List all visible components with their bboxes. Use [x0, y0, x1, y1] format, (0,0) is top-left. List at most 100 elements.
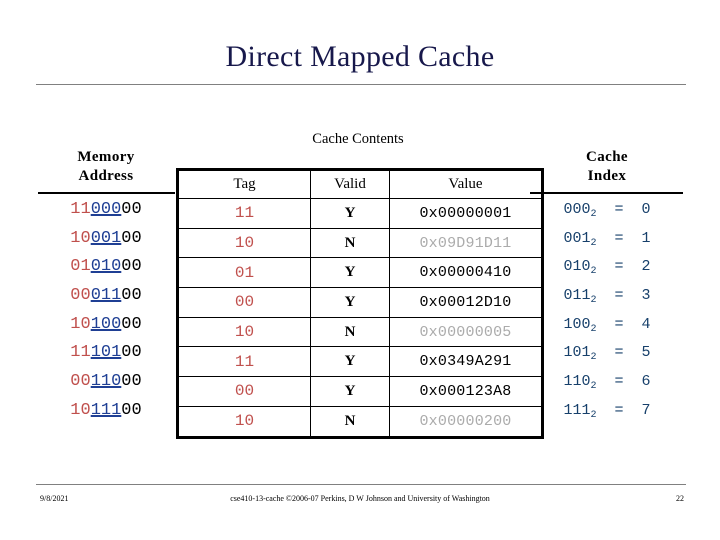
cache-value-cell: 0x00000200: [389, 405, 543, 438]
cache-index-base-subscript: 2: [590, 209, 597, 220]
cache-index-decimal: 2: [641, 258, 651, 276]
cache-value-cell: 0x00000001: [389, 198, 543, 229]
cache-index-row: 0002 = 0: [530, 196, 684, 225]
cache-valid-cell: Y: [310, 346, 390, 378]
cache-index-equals: =: [596, 258, 642, 276]
cache-index-decimal: 4: [641, 315, 651, 333]
cache-index-binary: 010: [563, 258, 591, 276]
cache-value-cell: 0x00000410: [389, 257, 543, 289]
address-offset-bits: 00: [121, 372, 142, 392]
memory-address-header-line2: Address: [78, 168, 134, 184]
address-tag-bits: 11: [70, 343, 91, 363]
cache-index-binary: 101: [563, 344, 591, 362]
cache-index-header-line1: Cache: [586, 149, 628, 165]
memory-address-row: 0011000: [36, 368, 176, 397]
cache-valid-cell: Y: [310, 287, 390, 318]
address-index-bits: 110: [90, 372, 122, 392]
footer-credit: cse410-13-cache ©2006-07 Perkins, D W Jo…: [230, 494, 490, 503]
memory-address-row: 1110100: [36, 339, 176, 368]
memory-address-divider: [38, 192, 175, 194]
cache-valid-cell: N: [310, 227, 390, 259]
address-tag-bits: 00: [70, 286, 91, 306]
address-offset-bits: 00: [121, 228, 142, 248]
cache-valid-cell: Y: [310, 257, 390, 289]
cache-index-equals: =: [596, 344, 642, 362]
cache-index-row: 1002 = 4: [530, 311, 684, 340]
cache-tag-cell: 10: [177, 227, 311, 259]
cache-index-equals: =: [596, 315, 642, 333]
cache-index-base-subscript: 2: [590, 352, 597, 364]
cache-index-row: 1102 = 6: [530, 368, 684, 397]
memory-address-row: 0101000: [36, 253, 176, 282]
cache-index-binary: 000: [563, 201, 591, 218]
cache-index-decimal: 1: [641, 229, 651, 247]
cache-index-base-subscript: 2: [590, 237, 597, 249]
cache-tag-cell: 11: [177, 198, 311, 229]
cache-tag-cell: 10: [177, 405, 311, 438]
cache-tag-cell: 01: [177, 257, 311, 289]
footer-date: 9/8/2021: [40, 494, 69, 503]
cache-index-binary: 011: [563, 287, 591, 305]
cache-valid-cell: Y: [310, 376, 390, 407]
memory-address-row: 1011100: [36, 397, 176, 426]
column-header-value: Value: [389, 169, 543, 199]
cache-table-header-row: Tag Valid Value: [177, 169, 543, 199]
cache-index-base-subscript: 2: [590, 295, 597, 307]
address-offset-bits: 00: [121, 200, 142, 219]
cache-index-divider: [530, 192, 683, 194]
memory-address-row: 1010000: [36, 311, 176, 340]
cache-value-cell: 0x00000005: [389, 316, 543, 348]
cache-tag-cell: 00: [177, 287, 311, 318]
address-tag-bits: 01: [70, 257, 91, 277]
address-offset-bits: 00: [121, 286, 142, 306]
cache-valid-cell: Y: [310, 198, 390, 229]
memory-address-header: Memory Address: [36, 148, 176, 186]
cache-table-head: Tag Valid Value: [177, 169, 543, 199]
cache-index-equals: =: [596, 229, 642, 247]
column-header-tag: Tag: [177, 169, 311, 199]
cache-index-base-subscript: 2: [590, 409, 597, 421]
page-title: Direct Mapped Cache: [225, 40, 495, 73]
address-tag-bits: 10: [70, 400, 91, 420]
cache-index-binary: 111: [563, 401, 591, 419]
address-index-bits: 001: [90, 228, 122, 248]
cache-index-row: 0102 = 2: [530, 253, 684, 282]
cache-index-binary: 100: [563, 315, 591, 333]
cache-index-binary: 001: [563, 229, 591, 247]
address-offset-bits: 00: [121, 257, 142, 277]
title-divider: [36, 84, 686, 85]
cache-tag-cell: 10: [177, 316, 311, 348]
cache-index-binary: 110: [563, 373, 591, 391]
cache-index-base-subscript: 2: [590, 381, 597, 393]
cache-index-header: Cache Index: [530, 148, 684, 186]
address-tag-bits: 10: [70, 228, 91, 248]
column-header-valid: Valid: [310, 169, 390, 199]
cache-valid-cell: N: [310, 316, 390, 348]
address-offset-bits: 00: [121, 400, 142, 420]
cache-index-equals: =: [596, 201, 642, 218]
cache-value-cell: 0x00012D10: [389, 287, 543, 318]
address-index-bits: 101: [90, 343, 122, 363]
cache-index-row: 1012 = 5: [530, 339, 684, 368]
cache-contents-label: Cache Contents: [312, 131, 404, 147]
address-tag-bits: 11: [70, 200, 91, 219]
cache-index-row: 1112 = 7: [530, 397, 684, 426]
footer-divider: [36, 484, 686, 485]
cache-index-base-subscript: 2: [590, 266, 597, 278]
address-index-bits: 010: [90, 257, 122, 277]
address-offset-bits: 00: [121, 343, 142, 363]
cache-index-equals: =: [596, 373, 642, 391]
cache-index-header-line2: Index: [587, 168, 627, 184]
address-index-bits: 111: [90, 400, 122, 420]
cache-index-decimal: 3: [641, 287, 651, 305]
cache-value-cell: 0x09D91D11: [389, 227, 543, 259]
cache-tag-cell: 00: [177, 376, 311, 407]
